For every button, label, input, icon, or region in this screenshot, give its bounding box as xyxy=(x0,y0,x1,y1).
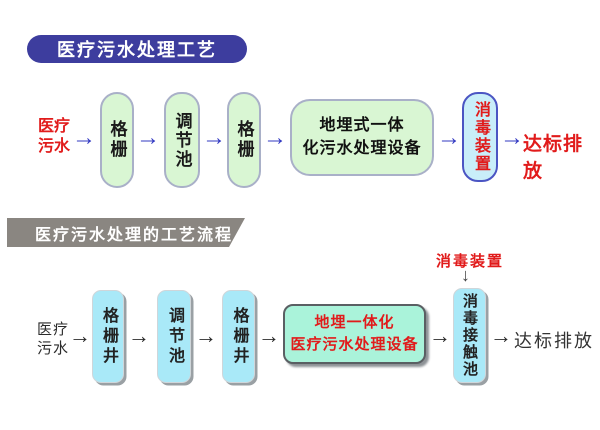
arrow-right-icon: → xyxy=(500,124,524,151)
node-buried-plant-line1: 地埋式一体 xyxy=(319,117,405,135)
arrow-right-icon: → xyxy=(490,323,512,348)
node-disinfection-device: 消毒装置 xyxy=(462,92,498,182)
node-disinfection-contact-tank: 消毒接触池 xyxy=(453,288,486,383)
node-buried-medical-plant-line1: 地埋一体化 xyxy=(314,313,395,331)
arrow-right-icon: → xyxy=(258,323,280,348)
node-grid-2-label: 格栅 xyxy=(234,120,254,160)
section2-source-label: 医疗污水 xyxy=(36,321,69,357)
node-buried-plant: 地埋式一体 化污水处理设备 xyxy=(290,99,434,176)
arrow-right-icon: → xyxy=(429,323,451,348)
node-grid-well-2-label: 格栅井 xyxy=(230,306,248,367)
arrow-right-icon: → xyxy=(437,124,461,151)
node-regulating-tank-2-label: 调节池 xyxy=(166,306,183,367)
arrow-right-icon: → xyxy=(202,124,226,151)
node-disinfection-contact-tank-label: 消毒接触池 xyxy=(461,293,478,378)
section2-result-label: 达标排放 xyxy=(514,331,594,351)
arrow-right-icon: → xyxy=(195,323,217,348)
node-grid-well-1-label: 格栅井 xyxy=(100,306,117,367)
node-regulating-tank: 调节池 xyxy=(164,92,200,188)
arrow-right-icon: → xyxy=(128,323,150,348)
arrow-right-icon: → xyxy=(69,323,91,348)
node-grid-1: 格栅 xyxy=(100,92,134,188)
node-grid-well-2: 格栅井 xyxy=(222,290,255,383)
node-grid-well-1: 格栅井 xyxy=(92,290,124,383)
arrow-down-icon: ↓ xyxy=(461,265,470,285)
node-grid-1-label: 格栅 xyxy=(107,120,127,160)
section1-result-label: 达标排放 xyxy=(523,134,584,182)
arrow-right-icon: → xyxy=(72,124,96,151)
node-buried-plant-line2: 化污水处理设备 xyxy=(302,139,422,157)
disinfection-device-label: 消毒装置 xyxy=(436,253,505,270)
node-buried-medical-plant-line2: 医疗污水处理设备 xyxy=(290,336,419,353)
node-disinfection-device-label: 消毒装置 xyxy=(472,101,489,173)
section1-title: 医疗污水处理工艺 xyxy=(27,35,247,63)
section2-title: 医疗污水处理的工艺流程 xyxy=(7,218,245,247)
node-regulating-tank-label: 调节池 xyxy=(172,111,192,169)
node-buried-medical-plant: 地埋一体化 医疗污水处理设备 xyxy=(283,304,426,364)
arrow-right-icon: → xyxy=(263,124,287,151)
arrow-right-icon: → xyxy=(136,124,160,151)
node-grid-2: 格栅 xyxy=(227,92,261,188)
section1-source-label: 医疗污水 xyxy=(37,118,70,155)
node-regulating-tank-2: 调节池 xyxy=(157,290,191,383)
